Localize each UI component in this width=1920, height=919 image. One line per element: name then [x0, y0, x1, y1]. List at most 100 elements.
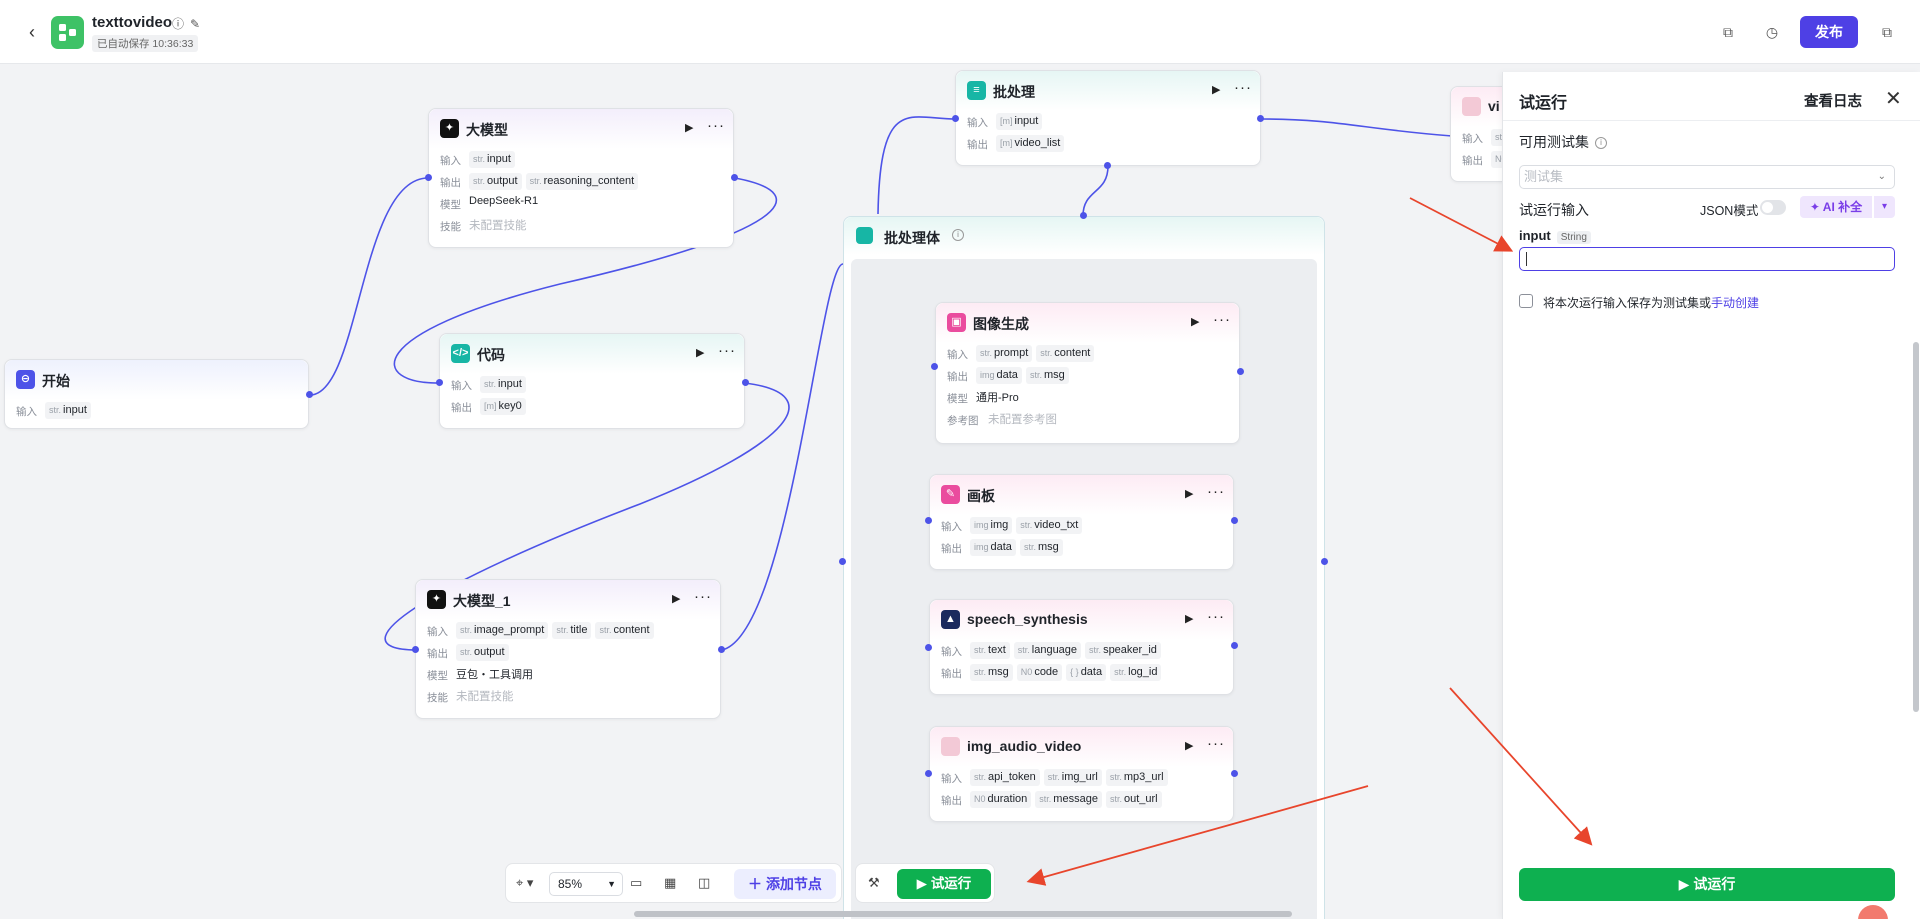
run-node-icon[interactable]: ▶ — [696, 347, 705, 359]
vertical-scrollbar[interactable] — [1913, 342, 1919, 712]
more-icon[interactable]: ··· — [1207, 483, 1225, 500]
more-icon[interactable]: ··· — [1213, 311, 1231, 328]
wrench-icon[interactable]: ⚒ — [868, 875, 880, 890]
port[interactable] — [925, 644, 932, 651]
type-label: [m] — [1000, 116, 1013, 126]
port[interactable] — [1080, 212, 1087, 219]
node-header: ✎ 画板 ▶ ··· — [930, 475, 1233, 515]
save-testset-checkbox[interactable] — [1519, 294, 1533, 308]
test-run-button[interactable]: ▶ 试运行 — [897, 869, 991, 899]
more-icon[interactable]: ··· — [718, 342, 736, 359]
more-icon[interactable]: ··· — [694, 588, 712, 605]
row-label: 输出 — [941, 543, 962, 555]
edit-icon[interactable]: ✎ — [190, 17, 201, 31]
port[interactable] — [306, 391, 313, 398]
node-header: ✦ 大模型 ▶ ··· — [429, 109, 733, 149]
port[interactable] — [1104, 162, 1111, 169]
run-node-icon[interactable]: ▶ — [672, 593, 681, 605]
more-icon[interactable]: ··· — [1207, 608, 1225, 625]
port[interactable] — [1231, 517, 1238, 524]
app-logo — [51, 16, 84, 49]
type-label: str. — [599, 625, 612, 635]
add-node-button[interactable]: ＋ 添加节点 — [734, 869, 836, 899]
run-node-icon[interactable]: ▶ — [1212, 84, 1221, 96]
grid-icon[interactable]: ▦ — [664, 875, 677, 890]
input-field[interactable] — [1519, 247, 1895, 271]
port[interactable] — [412, 646, 419, 653]
port[interactable] — [436, 379, 443, 386]
more-icon[interactable]: ··· — [1207, 735, 1225, 752]
variable-chip: str.output — [469, 173, 522, 190]
port[interactable] — [1231, 770, 1238, 777]
close-icon[interactable]: ✕ — [1885, 88, 1902, 110]
copy-icon[interactable]: ⧉ — [1723, 24, 1733, 40]
node-title: 代码 — [477, 347, 505, 363]
variable-chip: str.reasoning_content — [525, 173, 639, 190]
run-node-icon[interactable]: ▶ — [1185, 613, 1194, 625]
variable-name: input — [1014, 115, 1039, 127]
zoom-select[interactable]: 85%▼ — [549, 872, 623, 896]
port[interactable] — [1237, 368, 1244, 375]
port[interactable] — [952, 115, 959, 122]
row-label: 输入 — [941, 521, 962, 533]
port[interactable] — [1321, 558, 1328, 565]
port[interactable] — [425, 174, 432, 181]
row-values: 未配置技能 — [456, 688, 514, 704]
minimap-icon[interactable]: ◫ — [698, 875, 711, 890]
panel-run-button[interactable]: ▶ 试运行 — [1519, 868, 1895, 901]
horizontal-scrollbar[interactable] — [634, 911, 1292, 917]
run-node-icon[interactable]: ▶ — [1191, 316, 1200, 328]
chevron-down-icon[interactable]: ▾ — [1874, 196, 1895, 218]
testset-select[interactable]: 测试集⌄ — [1519, 165, 1895, 189]
json-mode-toggle[interactable] — [1760, 200, 1786, 215]
run-node-icon[interactable]: ▶ — [1185, 740, 1194, 752]
save-testset-label: 将本次运行输入保存为测试集或 — [1543, 296, 1712, 310]
port[interactable] — [1231, 642, 1238, 649]
port[interactable] — [925, 517, 932, 524]
variable-chip: str.message — [1035, 791, 1102, 808]
port[interactable] — [718, 646, 725, 653]
manual-create-link[interactable]: 手动创建 — [1711, 296, 1760, 310]
port[interactable] — [839, 558, 846, 565]
edge-batch-down — [1082, 165, 1109, 217]
assistant-avatar[interactable] — [1858, 905, 1888, 919]
history-icon[interactable]: ◷ — [1765, 24, 1779, 40]
info-icon[interactable]: ⓘ — [172, 17, 185, 31]
run-node-icon[interactable]: ▶ — [685, 122, 694, 134]
port[interactable] — [731, 174, 738, 181]
info-icon[interactable]: i — [1595, 137, 1607, 149]
duplicate-icon[interactable]: ⧉ — [1882, 24, 1892, 40]
row-label: 模型 — [427, 670, 448, 682]
ai-fill-button[interactable]: ✦ AI 补全 — [1800, 196, 1872, 218]
back-icon[interactable]: ‹ — [29, 22, 35, 42]
mouse-icon[interactable]: ⌖ ▾ — [516, 875, 534, 890]
publish-button[interactable]: 发布 — [1800, 16, 1858, 48]
view-log-link[interactable]: 查看日志 — [1804, 94, 1862, 110]
variable-chip: str.title — [552, 622, 592, 639]
top-bar: ‹ texttovideo ⓘ✎ 已自动保存 10:36:33 ⧉ ◷ 发布 ⧉ — [0, 0, 1920, 64]
more-icon[interactable]: ··· — [707, 117, 725, 134]
type-label: str. — [1029, 370, 1042, 380]
variable-name: code — [1034, 666, 1059, 678]
variable-name: title — [570, 624, 588, 636]
port[interactable] — [925, 770, 932, 777]
port[interactable] — [1257, 115, 1264, 122]
more-icon[interactable]: ··· — [1234, 79, 1252, 96]
port[interactable] — [931, 363, 938, 370]
node-row: 技能未配置技能 — [429, 215, 733, 237]
info-icon[interactable]: i — [952, 229, 964, 241]
port[interactable] — [742, 379, 749, 386]
comment-icon[interactable]: ▭ — [630, 875, 643, 890]
run-node-icon[interactable]: ▶ — [1185, 488, 1194, 500]
